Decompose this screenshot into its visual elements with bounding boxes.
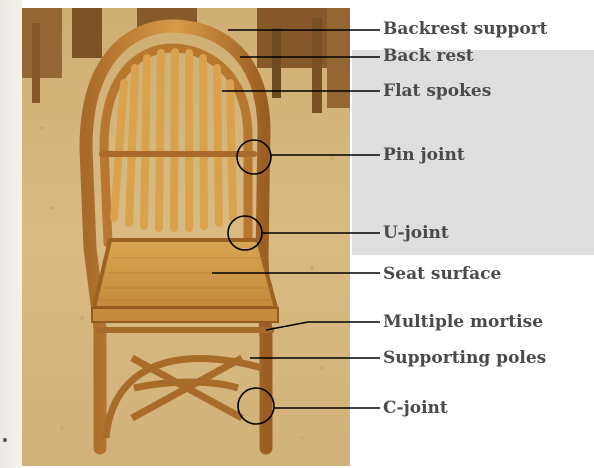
- supporting-poles-group: [102, 354, 263, 439]
- c-joint-circle: [237, 387, 275, 425]
- label-back-rest: Back rest: [383, 46, 474, 66]
- bullet-dot: [3, 438, 7, 442]
- chair-outer-frame: [79, 19, 273, 455]
- label-multiple-mortise: Multiple mortise: [383, 312, 544, 332]
- left-margin-strip: [0, 0, 22, 468]
- chair: [79, 19, 273, 455]
- chair-photo: [22, 8, 350, 466]
- label-flat-spokes: Flat spokes: [383, 81, 492, 101]
- leader-multiple-mortise: [265, 321, 309, 331]
- label-backrest-support: Backrest support: [383, 19, 548, 39]
- pin-joint-circle: [236, 139, 272, 175]
- sand-speckles: [40, 126, 334, 440]
- chair-inner-frame: [99, 43, 253, 248]
- seat-front-rail: [91, 307, 279, 323]
- label-c-joint: C-joint: [383, 398, 448, 418]
- label-seat-surface: Seat surface: [383, 264, 502, 284]
- label-supporting-poles: Supporting poles: [383, 348, 547, 368]
- u-joint-circle: [227, 215, 263, 251]
- background-furniture: [22, 8, 350, 113]
- flat-spokes-group: [110, 48, 237, 232]
- label-u-joint: U-joint: [383, 223, 449, 243]
- label-background-panel: [352, 50, 594, 255]
- label-pin-joint: Pin joint: [383, 145, 465, 165]
